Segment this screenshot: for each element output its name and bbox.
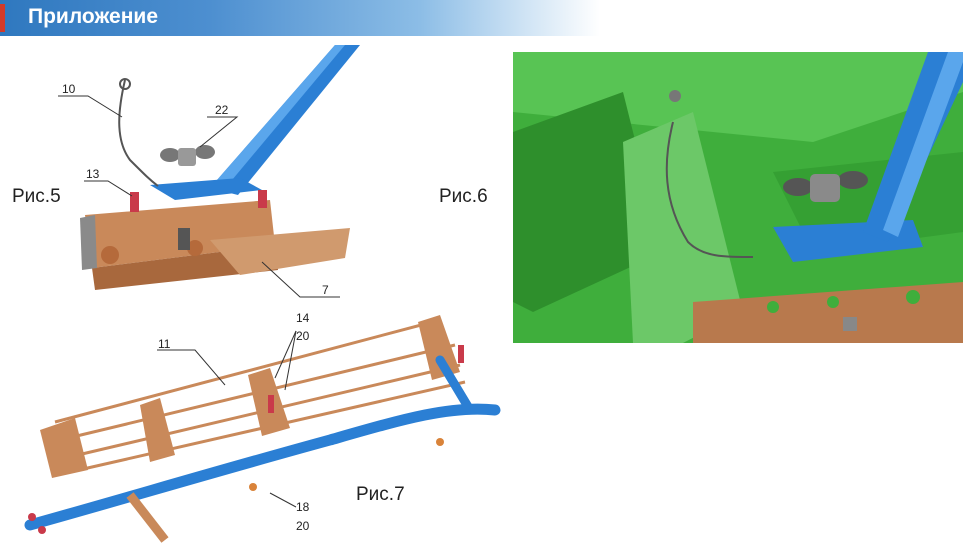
callout-22: 22 xyxy=(215,103,229,117)
section-title: Приложение xyxy=(28,5,159,28)
fig5-label: Рис.5 xyxy=(12,186,61,207)
header-accent-bar xyxy=(0,4,5,32)
callout-11: 11 xyxy=(158,337,171,351)
callout-13: 13 xyxy=(86,167,100,181)
callout-20-lower: 20 xyxy=(296,519,310,533)
fig5-wing-nut xyxy=(160,145,215,166)
fig6-label: Рис.6 xyxy=(439,186,488,207)
fig5-blue-tube xyxy=(210,45,360,195)
fig5-blue-plate xyxy=(150,178,262,200)
fig7-leaders xyxy=(157,330,297,508)
fig7-label: Рис.7 xyxy=(356,484,405,505)
fig5-bracket xyxy=(80,200,350,290)
callout-20-upper: 20 xyxy=(296,329,310,343)
fig5-bolts xyxy=(130,190,267,212)
callout-7: 7 xyxy=(322,283,329,297)
figure-7-drawing xyxy=(24,315,501,543)
figure-6-photo xyxy=(513,52,963,343)
callout-14: 14 xyxy=(296,311,310,325)
callout-18: 18 xyxy=(296,500,310,514)
fig5-leaders xyxy=(58,95,340,298)
callout-10: 10 xyxy=(62,82,76,96)
section-header xyxy=(0,0,600,36)
fig5-wire xyxy=(118,79,159,187)
